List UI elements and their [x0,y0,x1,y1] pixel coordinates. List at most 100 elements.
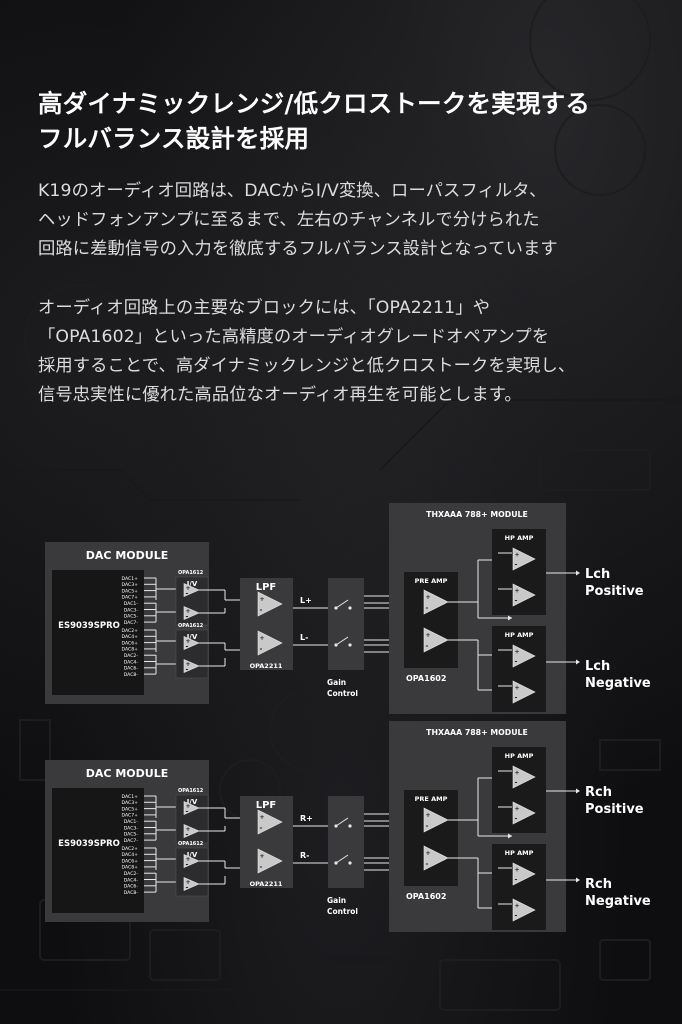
lpf-op-amp-icon [257,809,283,835]
dac-pin-label: DAC8+ [122,865,139,871]
op-amp-minus-sign: - [426,822,429,830]
iv-stage-box-bottom [175,629,209,679]
op-amp-plus-sign: + [260,635,265,642]
dac-pin-label: DAC5- [124,832,139,838]
pre-amp-box [404,790,458,886]
dac-pin-label: DAC8- [124,672,139,678]
pre-amp-op-amp-icon [423,589,449,615]
hp-amp-op-amp-icon [512,898,536,922]
op-amp-plus-sign: + [186,608,191,615]
dac-pin-label: DAC2- [124,871,139,877]
switch-blade [335,854,349,864]
switch-contact-icon [348,824,352,828]
iv-stage-box-bottom [175,847,209,897]
op-amp-minus-sign: - [186,830,189,838]
op-amp-minus-sign: - [186,612,189,620]
op-amp-plus-sign: + [186,879,191,886]
arrow-head-icon [576,659,580,665]
dac-pin-label: DAC2+ [122,628,139,634]
dac-pin-label: DAC1+ [122,794,139,800]
iv-chip-label-top: OPA1612 [178,570,204,576]
arrow-head-icon [576,570,580,576]
dac-pin-label: DAC5- [124,614,139,620]
op-amp-minus-sign: - [515,912,518,920]
dac-pin-label: DAC5+ [122,588,139,594]
lpf-label: LPF [256,582,277,593]
op-amp-minus-sign: - [515,561,518,569]
dac-pin-label: DAC3- [124,825,139,831]
dac-pin-label: DAC7+ [122,813,139,819]
output-bottom-label-line-2: Negative [585,676,651,691]
dac-pin-label: DAC3- [124,607,139,613]
lpf-chip-label: OPA2211 [250,880,283,888]
op-amp-minus-sign: - [186,589,189,597]
output-top-label-line-2: Positive [585,584,644,599]
pre-amp-label: PRE AMP [415,577,448,585]
heading-line-2: フルバランス設計を採用 [38,124,310,153]
op-amp-minus-sign: - [186,860,189,868]
dac-pin-label: DAC7- [124,838,139,844]
pre-amp-op-amp-icon [423,845,449,871]
paragraph-2-line-3: 採用することで、高ダイナミックレンジと低クロストークを実現し、 [38,356,576,376]
pre-amp-box [404,572,458,668]
dac-pin-label: DAC7+ [122,595,139,601]
arrow-head-icon [508,833,512,839]
op-amp-plus-sign: + [260,853,265,860]
hp-amp-op-amp-icon [512,680,536,704]
iv-stage-box-top [175,576,209,626]
gain-control-label-line-2: Control [327,689,358,698]
thx-module-title: THXAAA 788+ MODULE [426,510,528,519]
pre-amp-chip-label: OPA1602 [406,892,446,901]
paragraph-2-line-2: 「OPA1602」といった高精度のオーディオグレードオペアンプを [38,327,550,347]
switch-blade [335,817,349,827]
signal-plus-label: L+ [300,596,312,605]
op-amp-plus-sign: + [515,588,520,595]
op-amp-minus-sign: - [515,876,518,884]
iv-chip-label-top: OPA1612 [178,788,204,794]
iv-op-amp-icon [183,824,200,838]
hp-amp-label-top: HP AMP [505,534,534,542]
pre-amp-op-amp-icon [423,627,449,653]
hp-amp-op-amp-icon [512,862,536,886]
pre-amp-label: PRE AMP [415,795,448,803]
gain-control-box [328,578,364,670]
iv-op-amp-icon [183,583,200,597]
iv-op-amp-icon [183,801,200,815]
lpf-chip-label: OPA2211 [250,662,283,670]
op-amp-plus-sign: + [186,826,191,833]
op-amp-plus-sign: + [186,856,191,863]
iv-chip-label-bottom: OPA1612 [178,623,204,629]
lpf-label: LPF [256,800,277,811]
signal-minus-label: R- [300,851,309,860]
heading-line-1: 高ダイナミックレンジ/低クロストークを実現する [38,89,591,118]
dac-pin-label: DAC6+ [122,640,139,646]
switch-blade [335,636,349,646]
thx-module-title: THXAAA 788+ MODULE [426,728,528,737]
op-amp-plus-sign: + [515,552,520,559]
op-amp-plus-sign: + [186,638,191,645]
op-amp-minus-sign: - [515,597,518,605]
op-amp-minus-sign: - [515,815,518,823]
dac-chip-box [52,570,144,695]
paragraph-2-line-4: 信号忠実性に優れた高品位なオーディオ再生を可能とします。 [38,385,522,405]
channel-block-2: DAC MODULEES9039SPRODAC1+DAC3+DAC5+DAC7+… [45,721,651,932]
arrow-head-icon [576,788,580,794]
hp-amp-op-amp-icon [512,644,536,668]
output-top-label-line-1: Rch [585,785,612,800]
dac-pin-label: DAC6+ [122,858,139,864]
iv-op-amp-icon [183,606,200,620]
signal-plus-label: R+ [300,814,313,823]
dac-chip-label: ES9039SPRO [58,839,120,849]
op-amp-minus-sign: - [186,807,189,815]
lpf-op-amp-icon [257,848,283,874]
dac-pin-label: DAC1- [124,601,139,607]
op-amp-plus-sign: + [515,770,520,777]
op-amp-plus-sign: + [515,649,520,656]
pre-amp-chip-label: OPA1602 [406,674,446,683]
op-amp-plus-sign: + [186,661,191,668]
iv-label-top: I/V [187,798,198,806]
dac-pin-label: DAC5+ [122,806,139,812]
op-amp-minus-sign: - [426,604,429,612]
